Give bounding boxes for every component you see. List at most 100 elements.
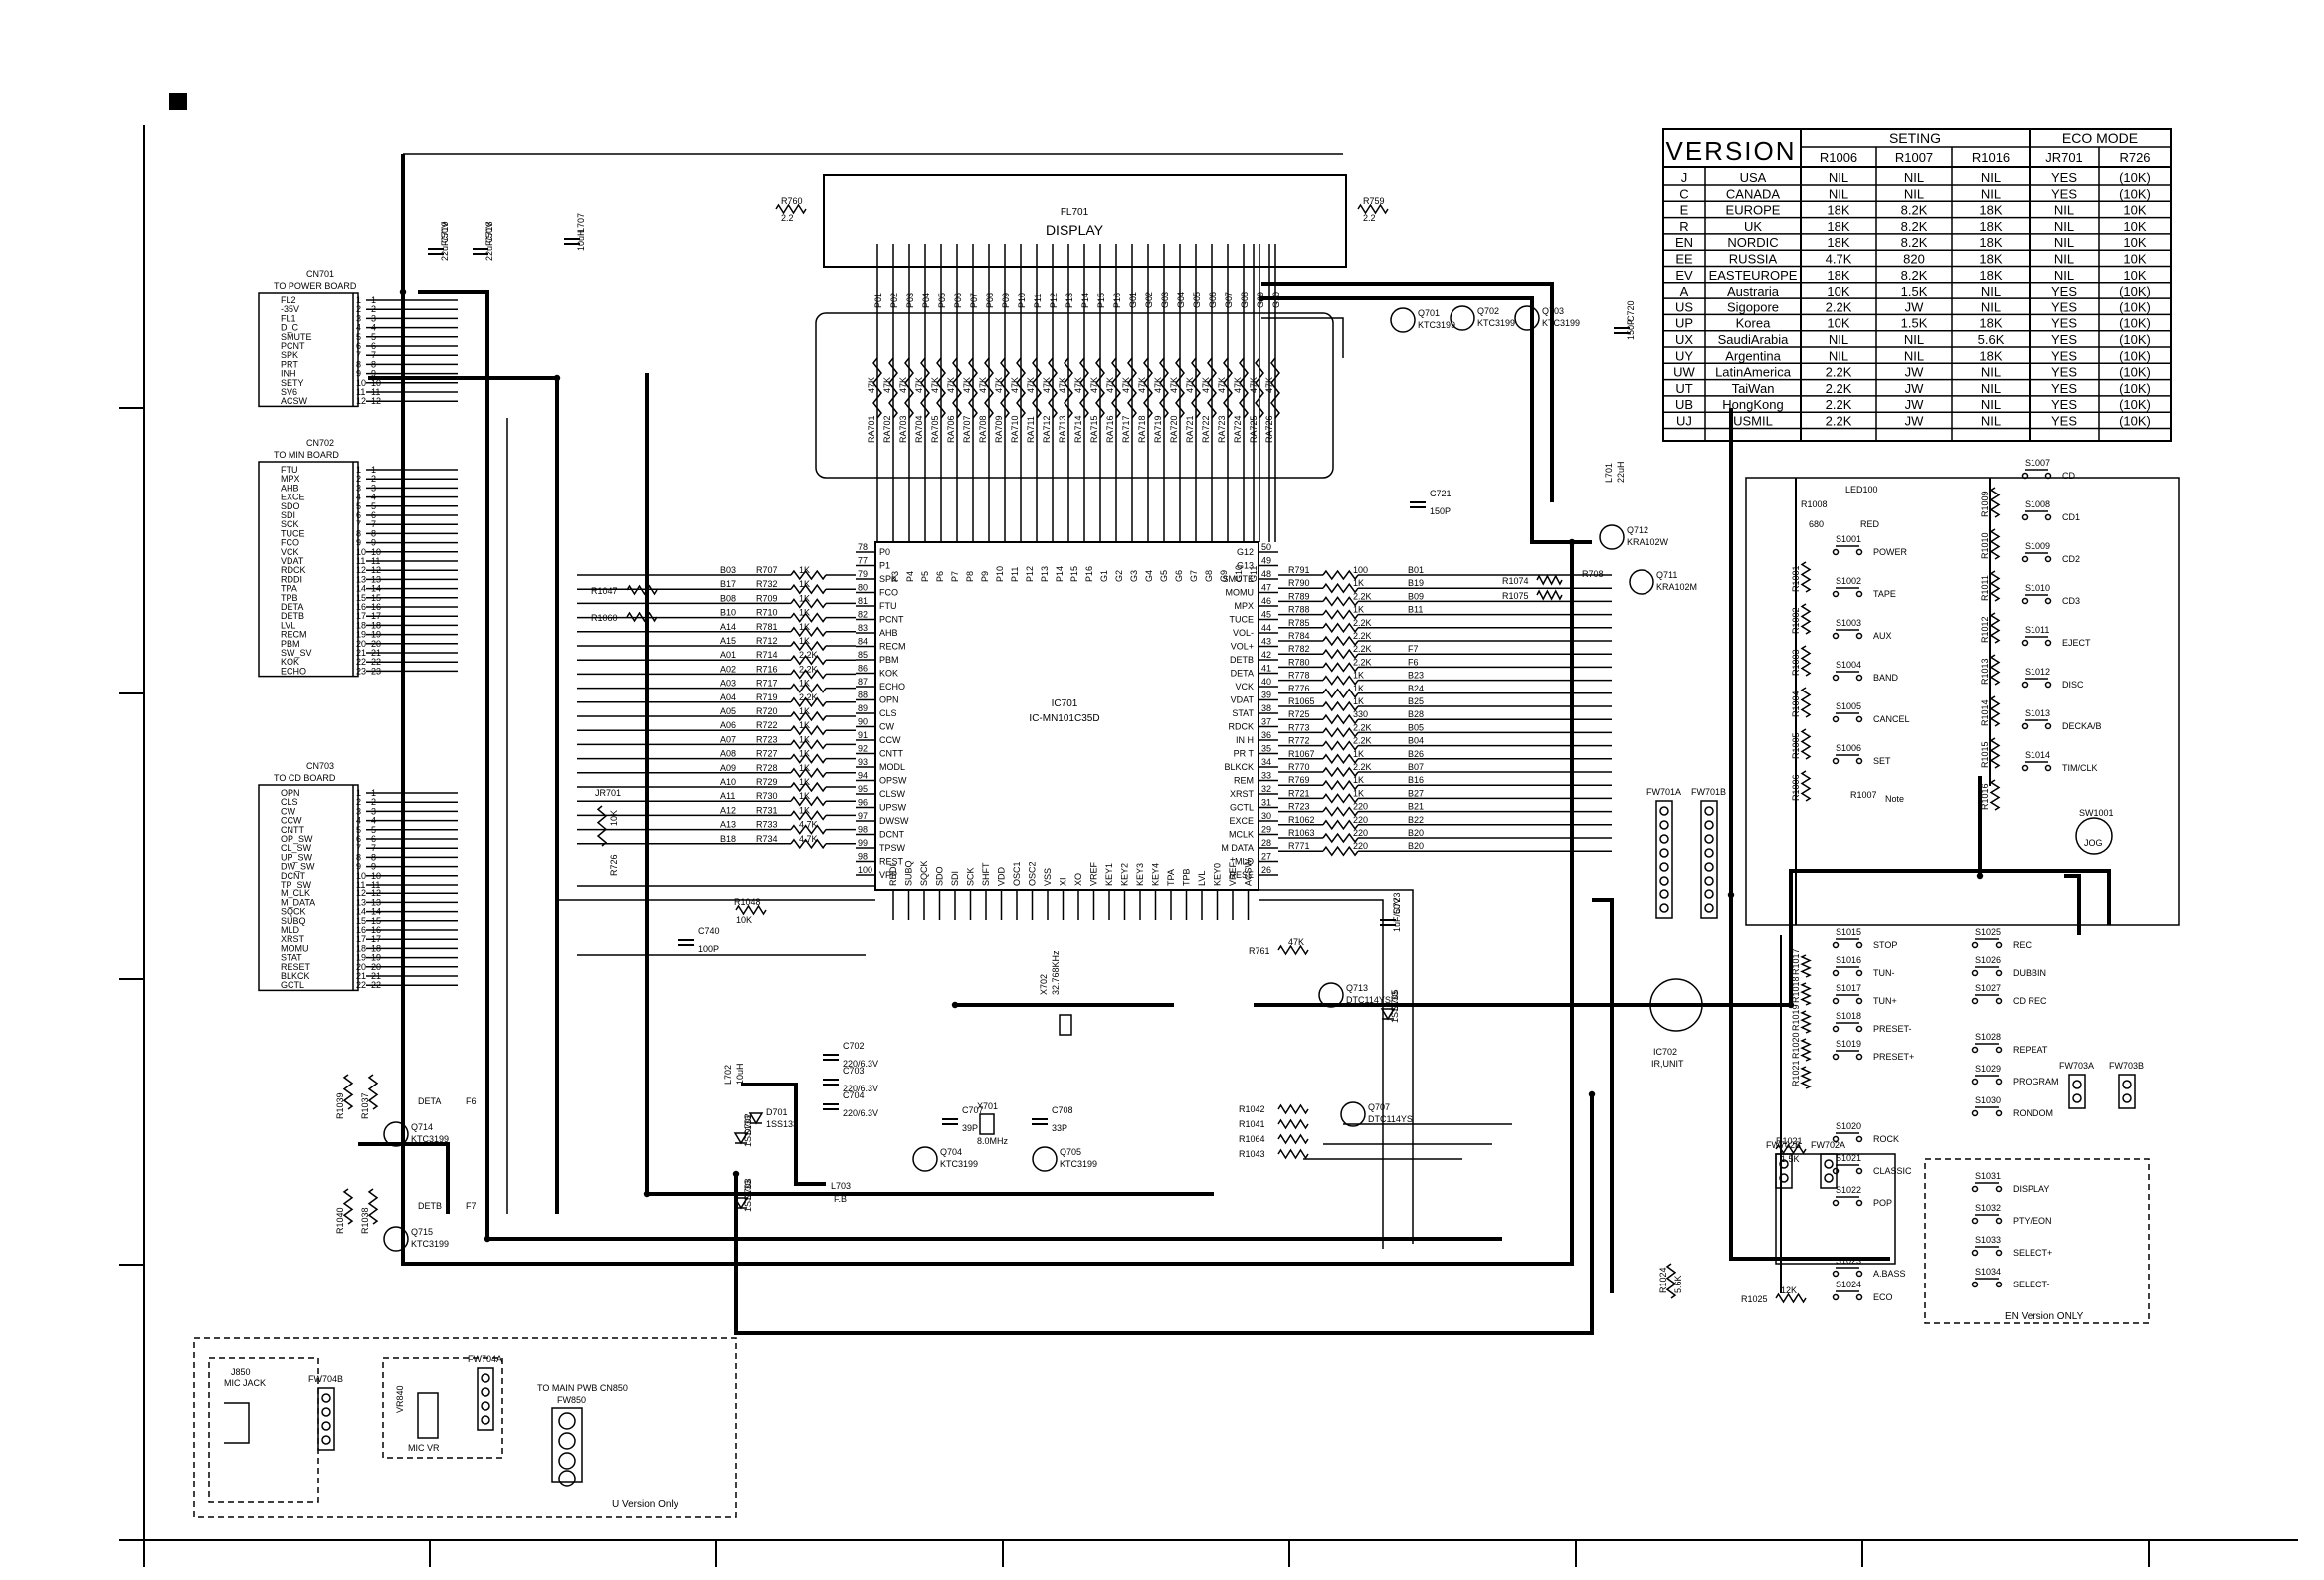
r1041 <box>1277 1118 1309 1130</box>
version-cell: YES <box>2051 414 2077 429</box>
display-seg-label: P05 <box>937 293 947 308</box>
r1037 <box>367 1074 379 1110</box>
r1040 <box>342 1188 354 1225</box>
key-contact <box>1971 1217 1979 1225</box>
ic-right-pin-num: 26 <box>1261 865 1271 875</box>
version-name: USA <box>1740 170 1767 185</box>
key-label: A.BASS <box>1873 1269 1906 1279</box>
ic-bottom-pin-name: SQCK <box>919 860 929 886</box>
transistor-part: DTC114YS <box>1346 995 1391 1005</box>
right-resistor-ref: R770 <box>1288 762 1310 772</box>
key-ladder-ref: R1021 <box>1791 1060 1801 1086</box>
left-resistor <box>790 696 827 708</box>
left-resistor <box>790 626 827 638</box>
junction-dot <box>399 288 407 296</box>
key-ref: S1029 <box>1975 1064 2001 1074</box>
ic-right-pin-num: 50 <box>1261 542 1271 552</box>
version-name: TaiWan <box>1732 381 1775 396</box>
transistor-part: DTC114YS <box>1368 1114 1413 1124</box>
left-resistor <box>790 583 827 595</box>
pull-up-value: 47K <box>898 377 908 393</box>
fw-pin <box>321 1407 331 1417</box>
pull-up-value: 47K <box>1121 377 1131 393</box>
display-seg-label: P01 <box>873 293 883 308</box>
right-resistor-net: B23 <box>1408 671 1424 681</box>
transistor-symbol <box>912 1146 938 1172</box>
version-cell: 8.2K <box>1901 219 1928 234</box>
key-ref: S1007 <box>2025 458 2050 468</box>
version-cell: 2.2K <box>1826 414 1852 429</box>
connector-pin-num2: 7 <box>371 843 376 853</box>
key-label: STOP <box>1873 940 1897 950</box>
connector-pin-num: 10 <box>356 378 366 388</box>
pull-up-value: 47K <box>1201 377 1211 393</box>
connector-pin-num2: 14 <box>371 907 381 917</box>
key-contact <box>1995 1078 2003 1086</box>
pull-up-resistor <box>952 357 962 419</box>
right-resistor-ref: R778 <box>1288 671 1310 681</box>
right-resistor-value: 2.2K <box>1353 722 1372 732</box>
connector-pin-num: 9 <box>356 538 361 548</box>
connector-pin-num2: 13 <box>371 574 381 584</box>
version-code: UW <box>1673 365 1695 380</box>
ic-right-pin-num: 44 <box>1261 623 1271 633</box>
crystal-x702-ref: X702 <box>1039 974 1049 995</box>
fw-pin <box>481 1401 490 1411</box>
left-resistor-ref: R720 <box>756 706 778 716</box>
ic-left-pin-name: CCW <box>879 735 901 745</box>
connector-pin-num: 3 <box>356 806 361 816</box>
connector-pin-num: 1 <box>356 296 361 305</box>
version-cell: NIL <box>2054 203 2074 218</box>
r1037-ref: R1037 <box>360 1092 370 1119</box>
fw-pin <box>1704 889 1714 899</box>
connector-pin-num2: 10 <box>371 871 381 881</box>
transistor-part: KTC3199 <box>1418 320 1455 330</box>
ic-right-pin-num: 30 <box>1261 811 1271 821</box>
right-resistor-net: B11 <box>1408 605 1423 615</box>
ic-left-pin-num: 93 <box>858 757 868 767</box>
connector-pin-num2: 2 <box>371 797 376 807</box>
display-seg-label: P06 <box>953 293 963 308</box>
ic-bottom-pin-name: KEY2 <box>1120 863 1130 886</box>
fw-connector <box>2068 1074 2086 1109</box>
connector-pin-num: 12 <box>356 889 366 898</box>
key-contact <box>1832 674 1840 682</box>
fw-connector <box>317 1387 335 1451</box>
version-cell: (10K) <box>2119 284 2151 298</box>
right-resistor-net: B04 <box>1408 736 1424 746</box>
r1043 <box>1277 1148 1309 1160</box>
j850-box <box>208 1357 319 1503</box>
connector-pin-num: 4 <box>356 323 361 333</box>
deta-net: DETA <box>418 1096 441 1106</box>
right-resistor-value: 1K <box>1353 684 1364 693</box>
ic-bottom-pin-name: SDO <box>935 866 945 886</box>
right-resistor <box>1322 819 1359 831</box>
key-contact <box>1832 969 1840 977</box>
diode-ref: D703 <box>743 1178 753 1200</box>
right-resistor-net: B20 <box>1408 841 1424 851</box>
connector-pin-name: MPX <box>281 474 300 484</box>
connector-pin-num: 3 <box>356 483 361 493</box>
mic-jack-symbol <box>224 1402 250 1444</box>
cap-value: 1uF/50V <box>1392 898 1402 932</box>
version-cell: YES <box>2051 365 2077 380</box>
ic-left-pin-num: 97 <box>858 811 868 821</box>
connector-pin-num: 5 <box>356 501 361 511</box>
transistor-part: KTC3199 <box>940 1159 978 1169</box>
key-ref: S1025 <box>1975 927 2001 937</box>
version-cell: (10K) <box>2119 170 2151 185</box>
fw-connector <box>1820 1153 1838 1189</box>
left-resistor <box>790 810 827 821</box>
left-resistor-net: A02 <box>720 664 736 674</box>
left-resistor <box>790 683 827 693</box>
ic-right-pin-name: XRST <box>1230 789 1255 799</box>
ic-top-pin: P16 <box>1084 566 1094 582</box>
key-label: ECO <box>1873 1292 1893 1302</box>
key-contact <box>1995 1249 2003 1257</box>
connector-pin-num2: 12 <box>371 396 381 406</box>
transistor-ref: Q715 <box>411 1227 433 1237</box>
fw-ref: FW701A <box>1646 787 1681 797</box>
connector-pin-name: STAT <box>281 953 302 963</box>
